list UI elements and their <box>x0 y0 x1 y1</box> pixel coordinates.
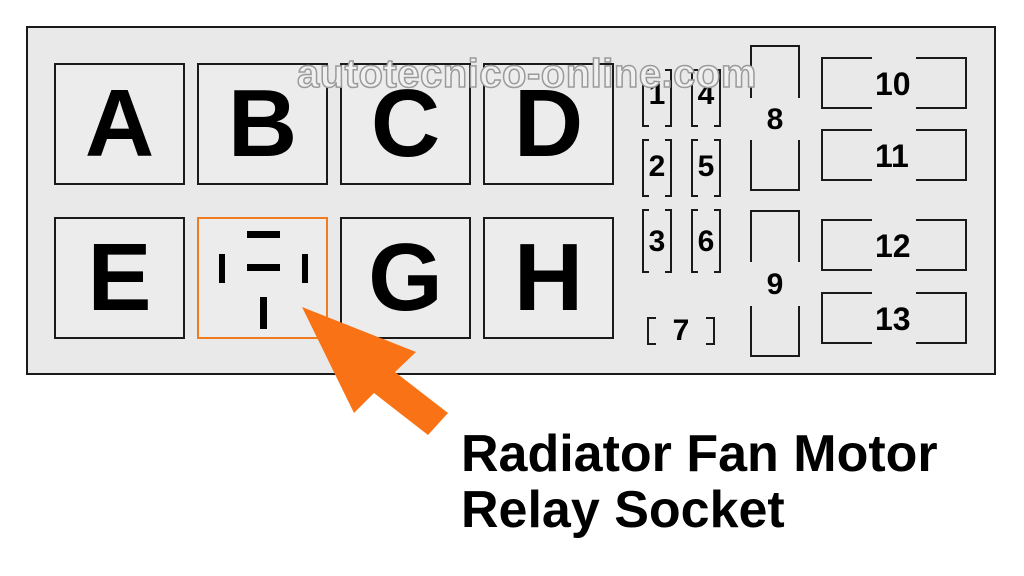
fuse-8-label: 8 <box>766 103 784 136</box>
fuse-6-right-bracket <box>714 209 721 273</box>
fuse-9-bottom-bracket <box>750 306 800 357</box>
fuse-5-label: 5 <box>697 150 715 183</box>
fuse-12-right-bracket <box>916 219 967 271</box>
fuse-13-left-bracket <box>821 292 872 344</box>
fuse-10-label: 10 <box>875 66 911 102</box>
fuse-2-left-bracket <box>642 139 649 197</box>
fuse-9-top-bracket <box>750 210 800 262</box>
caption-line-2: Relay Socket <box>461 481 785 539</box>
relay-label: G <box>368 224 443 331</box>
relay-label: A <box>84 70 155 177</box>
relay-label: C <box>370 70 441 177</box>
fuse-3-left-bracket <box>642 209 649 273</box>
fuse-1-left-bracket <box>642 69 649 127</box>
fuse-7-left-bracket <box>647 317 656 345</box>
relay-socket-g: G <box>340 217 471 339</box>
relay-label: E <box>87 224 152 331</box>
fuse-6-label: 6 <box>697 225 715 258</box>
fuse-11-left-bracket <box>821 129 872 181</box>
relay-label: B <box>227 70 298 177</box>
relay-socket-e: E <box>54 217 185 339</box>
relay-label: D <box>513 70 584 177</box>
fuse-2-right-bracket <box>665 139 672 197</box>
relay-socket-d: D <box>483 63 614 185</box>
fuse-12-left-bracket <box>821 219 872 271</box>
relay-socket-a: A <box>54 63 185 185</box>
fuse-3-right-bracket <box>665 209 672 273</box>
fuse-4-right-bracket <box>714 69 721 127</box>
fuse-11-right-bracket <box>916 129 967 181</box>
fuse-1-right-bracket <box>665 69 672 127</box>
relay-label: H <box>513 224 584 331</box>
fuse-10-left-bracket <box>821 57 872 109</box>
fuse-6-left-bracket <box>691 209 698 273</box>
fuse-7-right-bracket <box>706 317 715 345</box>
caption-line-1: Radiator Fan Motor <box>461 425 938 483</box>
relay-terminal-pattern-icon <box>219 231 308 329</box>
fuse-9-label: 9 <box>766 268 784 301</box>
radiator-fan-relay-socket <box>197 217 328 339</box>
fuse-5-right-bracket <box>714 139 721 197</box>
fuse-4-left-bracket <box>691 69 698 127</box>
fuse-2-label: 2 <box>648 150 666 183</box>
fuse-13-label: 13 <box>875 301 911 337</box>
fuse-8-top-bracket <box>750 45 800 98</box>
fuse-3-label: 3 <box>648 225 666 258</box>
relay-socket-b: B <box>197 63 328 185</box>
watermark: autotecnico-online.com <box>296 51 757 97</box>
fuse-11-label: 11 <box>875 138 909 174</box>
fuse-1-label: 1 <box>648 78 666 111</box>
relay-socket-c: C <box>340 63 471 185</box>
fuse-8-bottom-bracket <box>750 140 800 191</box>
fuse-12-label: 12 <box>875 228 911 264</box>
fuse-7-label: 7 <box>672 314 690 347</box>
fuse-4-label: 4 <box>697 78 715 111</box>
fuse-13-right-bracket <box>916 292 967 344</box>
fuse-10-right-bracket <box>916 57 967 109</box>
relay-socket-h: H <box>483 217 614 339</box>
fuse-5-left-bracket <box>691 139 698 197</box>
